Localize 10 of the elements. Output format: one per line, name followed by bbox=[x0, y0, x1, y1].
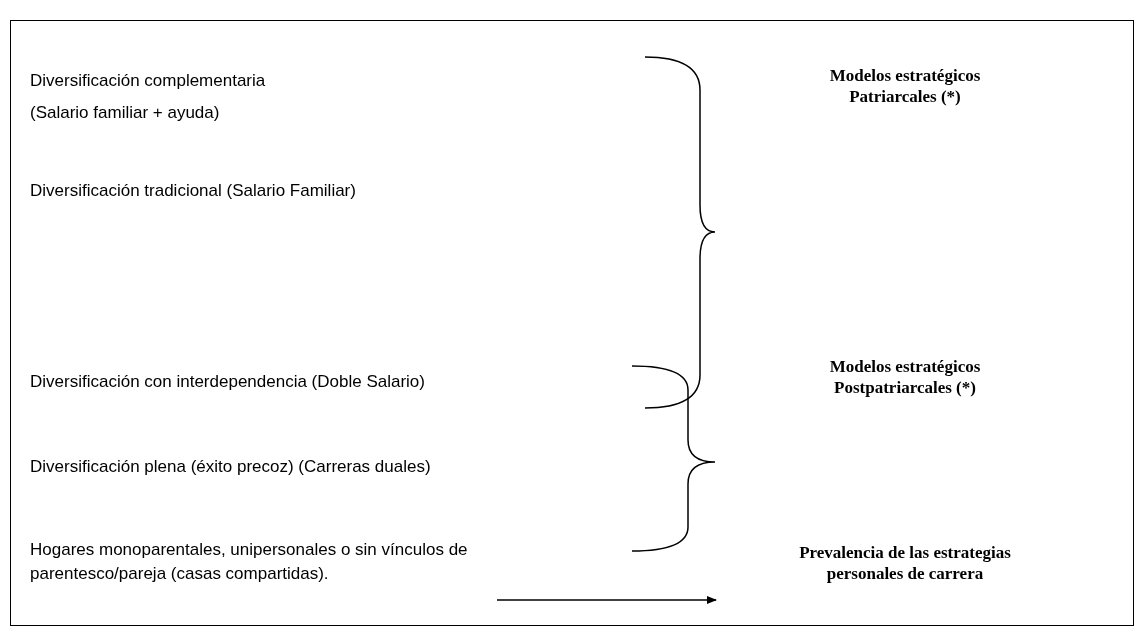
arrow bbox=[496, 596, 717, 604]
item-text: Diversificación con interdependencia (Doble Salario) bbox=[30, 371, 426, 393]
result-heading: Prevalencia de las estrategias personales de carrera bbox=[760, 542, 1050, 584]
item-text: Diversificación tradicional (Salario Familiar) bbox=[30, 180, 357, 202]
group-heading: Modelos estratégicos Postpatriarcales (*) bbox=[828, 356, 982, 398]
item-text: Diversificación plena (éxito precoz) (Carreras duales) bbox=[30, 456, 432, 478]
item-text: (Salario familiar + ayuda) bbox=[30, 102, 221, 124]
item-text: Diversificación complementaria bbox=[30, 70, 267, 92]
item-text: Hogares monoparentales, unipersonales o sin vínculos de parentesco/pareja (casas compartidas). bbox=[30, 538, 530, 586]
group-heading: Modelos estratégicos Patriarcales (*) bbox=[828, 65, 982, 107]
